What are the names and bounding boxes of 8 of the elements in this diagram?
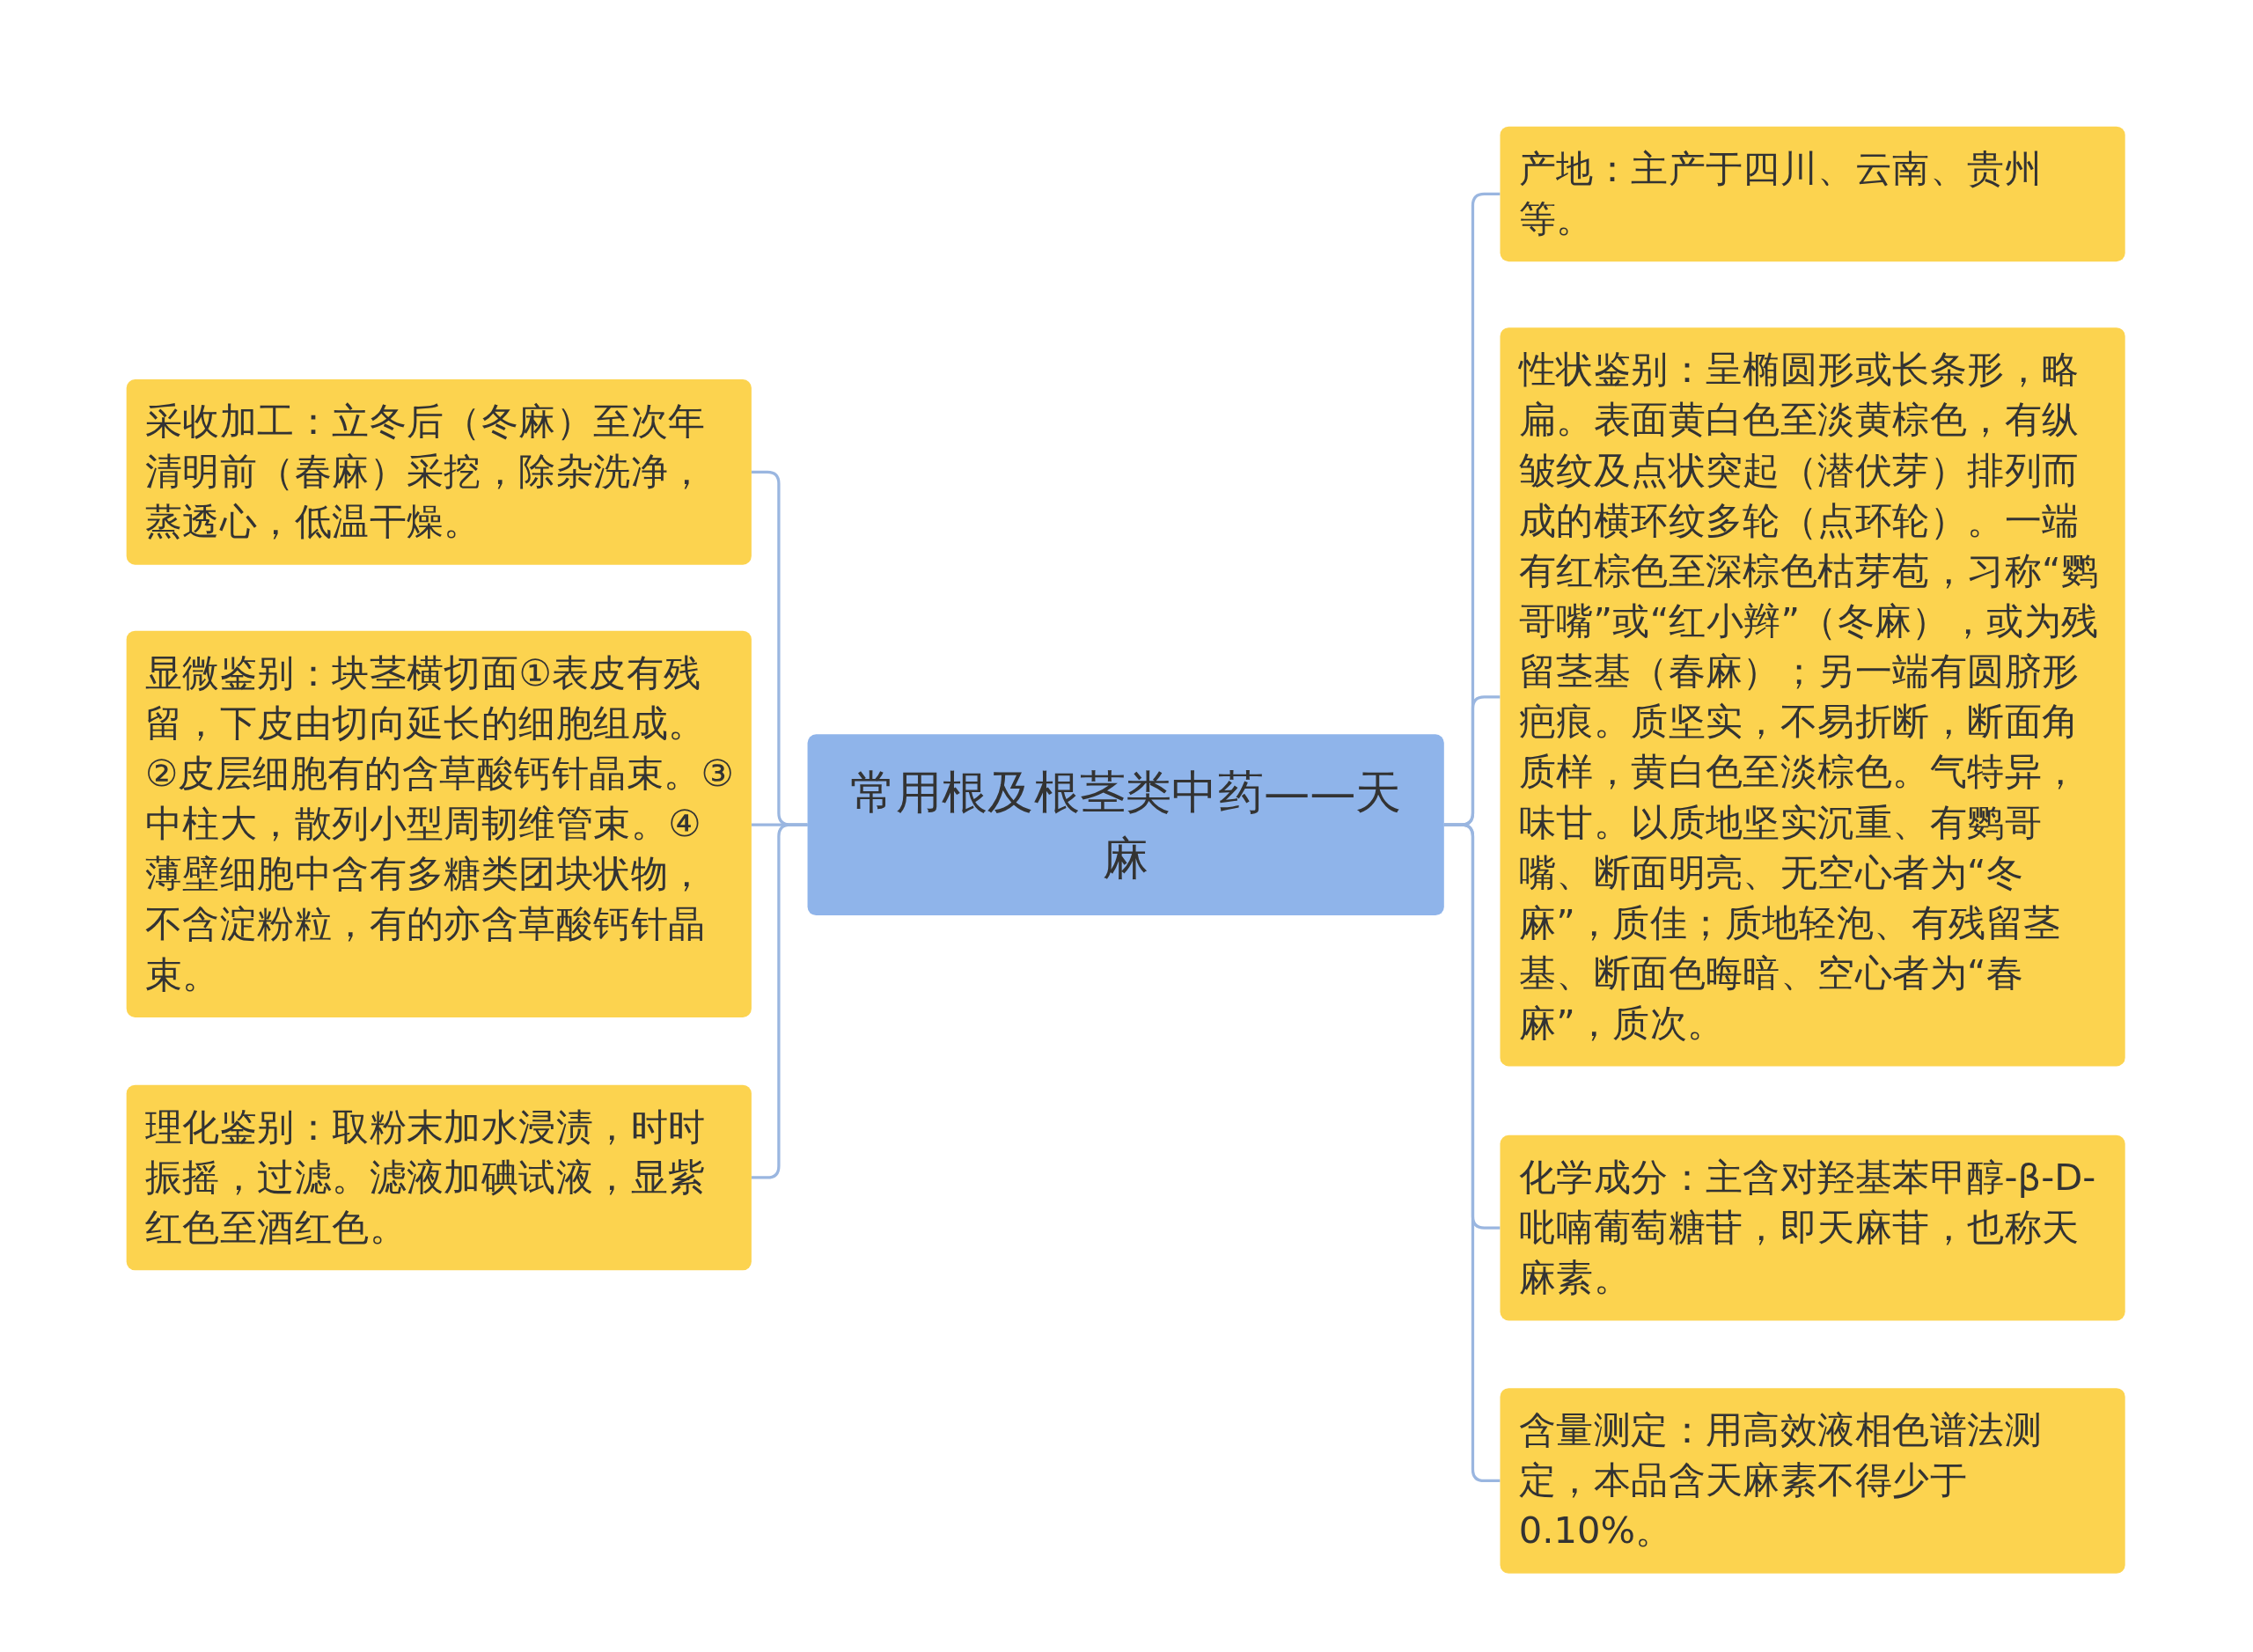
topic-box: 常用根及根茎类中药——天麻 (807, 734, 1444, 915)
note-box: 显微鉴别：块茎横切面①表皮有残留，下皮由切向延长的细胞组成。②皮层细胞有的含草酸钙针晶束。③中柱大，散列小型周韧维管束。④薄壁细胞中含有多糖类团块状物，不含淀粉粒，有的亦含草酸钙针晶束。 (126, 630, 752, 1017)
note-box: 理化鉴别：取粉末加水浸渍，时时振摇，过滤。滤液加碘试液，显紫红色至酒红色。 (126, 1084, 752, 1271)
note-box: 性状鉴别：呈椭圆形或长条形，略扁。表面黄白色至淡黄棕色，有纵皱纹及点状突起（潜伏芽）排列而成的横环纹多轮（点环轮）。一端有红棕色至深棕色枯芽苞，习称“鹦哥嘴”或“红小辫”（冬麻），或为残留茎基（春麻）；另一端有圆脐形疤痕。质坚实，不易折断，断面角质样，黄白色至淡棕色。气特异，味甘。以质地坚实沉重、有鹦哥嘴、断面明亮、无空心者为“冬麻”，质佳；质地轻泡、有残留茎基、断面色晦暗、空心者为“春麻”，质次。 (1500, 327, 2125, 1067)
note-box: 化学成分：主含对羟基苯甲醇-β-D-吡喃葡萄糖苷，即天麻苷，也称天麻素。 (1500, 1134, 2125, 1321)
note-box: 含量测定：用高效液相色谱法测定，本品含天麻素不得少于0.10%。 (1500, 1388, 2125, 1574)
note-box: 产地：主产于四川、云南、贵州等。 (1500, 126, 2125, 262)
note-box: 采收加工：立冬后（冬麻）至次年清明前（春麻）采挖，除杂洗净，蒸透心，低温干燥。 (126, 379, 752, 565)
